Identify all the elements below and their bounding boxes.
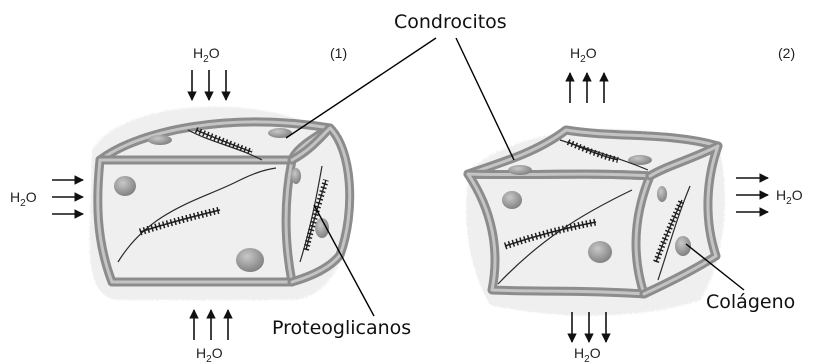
panel-2-chondrocyte xyxy=(657,186,667,202)
panel-1-chondrocyte xyxy=(114,176,136,196)
panel-1-chondrocyte xyxy=(148,135,172,145)
label-chondrocytes: Condrocitos xyxy=(394,11,507,33)
label-collagen: Colágeno xyxy=(706,291,795,313)
panel-1-left-water-arrows xyxy=(52,180,83,214)
panel-number-2: (2) xyxy=(778,45,795,61)
panel-1-bottom-water-arrows xyxy=(194,310,228,340)
water-label-p2-top: H2O xyxy=(570,45,597,65)
panel-2-chondrocyte xyxy=(588,241,612,263)
panel-1-top-water-arrows xyxy=(192,70,226,100)
water-label-p1-top: H2O xyxy=(193,45,220,65)
chondrocytes-leader-left xyxy=(286,38,436,138)
label-proteoglycans: Proteoglicanos xyxy=(272,317,411,339)
panel-2-bottom-water-arrows xyxy=(572,312,606,342)
panel-2-chondrocyte xyxy=(502,191,522,209)
water-label-p1-bottom: H2O xyxy=(196,345,223,364)
panel-1-matrix xyxy=(89,107,352,300)
panel-2-matrix xyxy=(466,129,725,316)
panel-2-right-water-arrows xyxy=(736,178,768,212)
chondrocytes-leader-right xyxy=(456,38,514,160)
panel-1-chondrocyte xyxy=(291,168,301,184)
panel-2-top-water-arrows xyxy=(570,73,604,103)
panel-number-1: (1) xyxy=(330,45,347,61)
water-label-p2-right: H2O xyxy=(776,187,803,207)
panel-2-chondrocyte xyxy=(508,165,532,175)
panel-1-chondrocyte xyxy=(236,248,264,272)
water-label-p2-bottom: H2O xyxy=(574,345,601,364)
water-label-p1-left: H2O xyxy=(10,189,37,209)
